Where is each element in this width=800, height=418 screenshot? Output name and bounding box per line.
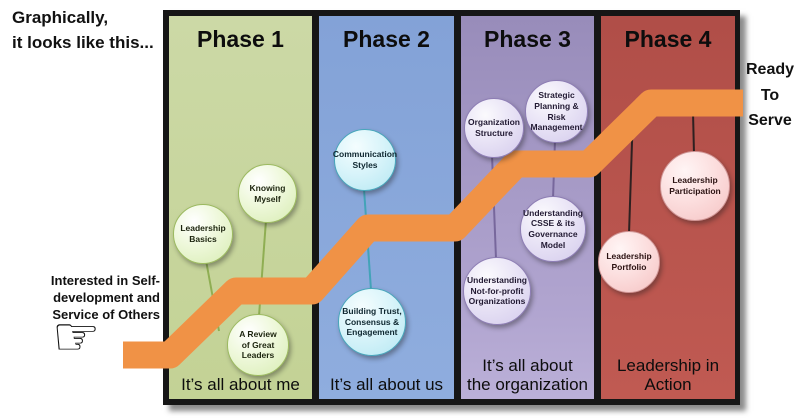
column-divider — [312, 16, 319, 399]
phase-2-title: Phase 2 — [343, 26, 430, 52]
bubble-label: Leadership Portfolio — [606, 251, 652, 272]
topic-bubble: Strategic Planning & Risk Management — [525, 80, 588, 143]
right-exit-note: Ready To Serve — [745, 61, 795, 130]
topic-bubble: Building Trust, Consensus & Engagement — [338, 288, 406, 356]
bubble-label: Understanding Not-for-profit Organizatio… — [467, 275, 527, 307]
intro-note: Graphically, it looks like this... — [12, 8, 154, 52]
phase-1-tagline: It’s all about me — [181, 374, 300, 394]
phase-1-title: Phase 1 — [197, 26, 284, 52]
bubble-label: A Review of Great Leaders — [239, 329, 277, 361]
column-divider — [594, 16, 601, 399]
bubble-label: Leadership Basics — [180, 223, 226, 244]
topic-bubble: Leadership Participation — [660, 151, 730, 221]
topic-bubble: A Review of Great Leaders — [227, 314, 289, 376]
bubble-label: Understanding CSSE & its Governance Mode… — [523, 207, 583, 250]
topic-bubble: Leadership Basics — [173, 204, 233, 264]
topic-bubble: Organization Structure — [464, 98, 524, 158]
phase-3-tagline: It’s all about the organization — [467, 355, 588, 394]
bubble-label: Communication Styles — [332, 149, 398, 170]
topic-bubble: Understanding CSSE & its Governance Mode… — [520, 196, 586, 262]
bubble-label: Leadership Participation — [669, 175, 721, 196]
bubble-label: Organization Structure — [468, 117, 520, 138]
topic-bubble: Understanding Not-for-profit Organizatio… — [463, 257, 531, 325]
bubble-label: Knowing Myself — [249, 182, 286, 204]
column-divider — [454, 16, 461, 399]
phase-3-title: Phase 3 — [484, 26, 571, 52]
phase-2-tagline: It’s all about us — [329, 374, 444, 394]
topic-bubble: Leadership Portfolio — [598, 231, 660, 293]
phase-4-title: Phase 4 — [624, 26, 712, 52]
topic-bubble: Communication Styles — [332, 129, 398, 191]
topic-bubble: Knowing Myself — [238, 164, 297, 223]
bubble-label: Building Trust, Consensus & Engagement — [342, 306, 402, 338]
bubble-label: Strategic Planning & Risk Management — [530, 90, 583, 133]
phase-4-tagline: Leadership in Action — [616, 355, 720, 394]
pointing-hand-icon: ☞ — [52, 305, 101, 368]
